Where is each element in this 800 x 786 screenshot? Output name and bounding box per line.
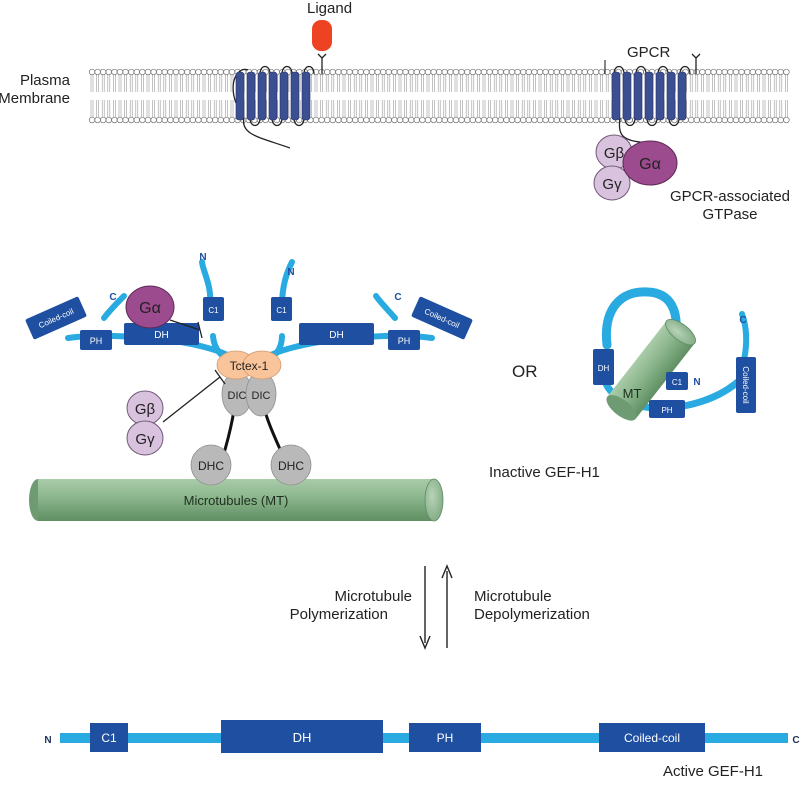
active-gef-h1-label: Active GEF-H1 — [663, 763, 764, 780]
coiled-coil-domain-single: Coiled-coil — [736, 357, 756, 413]
g-gamma-text: Gγ — [602, 176, 622, 193]
ph-domain-single — [649, 400, 685, 418]
svg-text:N: N — [199, 252, 206, 263]
c1-domain-single — [666, 372, 688, 390]
svg-text:N: N — [44, 735, 51, 746]
svg-text:PH: PH — [661, 406, 672, 415]
ph-domain-left — [80, 330, 112, 350]
mt-cylinder — [606, 319, 696, 421]
svg-text:Coiled-coil: Coiled-coil — [741, 366, 750, 404]
inactive-gef-h1-label: Inactive GEF-H1 — [489, 464, 600, 481]
svg-text:C1: C1 — [101, 731, 117, 745]
membrane-label-line2: Membrane — [0, 90, 70, 107]
coiled-coil-domain-left: Coiled-coil — [25, 296, 87, 340]
coiled-coil-domain-active — [599, 723, 705, 752]
svg-text:DHC: DHC — [278, 459, 304, 473]
svg-text:C: C — [394, 292, 401, 303]
svg-text:C1: C1 — [672, 378, 683, 387]
dh-domain-active — [221, 720, 383, 753]
depolymerization-line1: Microtubule — [474, 588, 552, 605]
svg-text:PH: PH — [437, 731, 454, 745]
svg-text:DH: DH — [154, 330, 168, 341]
svg-text:C1: C1 — [276, 306, 287, 315]
tctex-text: Tctex-1 — [230, 359, 269, 373]
svg-text:C1: C1 — [208, 306, 219, 315]
microtubule-text: Microtubules (MT) — [184, 493, 289, 508]
microtubule: Microtubules (MT) — [29, 478, 444, 522]
svg-text:DHC: DHC — [198, 459, 224, 473]
c1-domain-left — [203, 297, 224, 321]
g-gamma-icon — [593, 165, 631, 201]
gpcr-receptor — [604, 53, 701, 151]
polymerization-line1: Microtubule — [334, 588, 412, 605]
ph-domain-active — [409, 723, 481, 752]
dh-domain-single — [593, 349, 614, 385]
plasma-label-line1: Plasma — [19, 72, 70, 89]
or-label: OR — [512, 362, 538, 381]
gpcr-label: GPCR — [627, 44, 671, 61]
inhibition-arrow-gbetagamma — [162, 369, 226, 423]
svg-text:Coiled-coil: Coiled-coil — [624, 731, 680, 745]
dh-domain-right — [299, 323, 374, 345]
inhibition-arrow-galpha — [169, 319, 203, 339]
gtpase-label-line1: GPCR-associated — [669, 188, 791, 205]
g-gamma-inhibitor-icon — [126, 420, 164, 456]
g-beta-text: Gβ — [604, 145, 625, 162]
transition-arrows — [419, 564, 453, 650]
coiled-coil-domain-right: Coiled-coil — [411, 296, 473, 340]
ligand-label: Ligand — [307, 0, 353, 17]
membrane-g-protein: Gβ Gγ Gα — [593, 134, 678, 201]
polymerization-line2: Polymerization — [289, 606, 388, 623]
tctex-right — [242, 350, 282, 380]
depolymerization-line2: Depolymerization — [474, 606, 590, 623]
g-alpha-text: Gα — [639, 156, 661, 173]
svg-text:DH: DH — [329, 330, 343, 341]
svg-text:N: N — [287, 267, 294, 278]
svg-text:C: C — [739, 315, 746, 326]
svg-text:PH: PH — [90, 336, 103, 346]
dhc-right — [270, 444, 312, 486]
svg-text:C: C — [792, 735, 799, 746]
inactive-single: MT DH C1 N PH Coiled-coil C — [593, 287, 756, 421]
svg-text:DH: DH — [598, 364, 610, 373]
svg-text:DH: DH — [293, 730, 312, 745]
svg-text:Gα: Gα — [139, 300, 161, 317]
svg-text:MT: MT — [623, 386, 642, 401]
dhc-left — [190, 444, 232, 486]
inactive-dimer: Microtubules (MT) C1 DH PH Coiled-coil N… — [25, 252, 473, 522]
dh-domain-left — [124, 323, 199, 345]
g-alpha-inhibitor-icon — [125, 285, 175, 329]
active-gef-h1: C1 DH PH Coiled-coil N C — [44, 720, 800, 753]
transmembrane-helices-right — [611, 71, 687, 121]
ph-domain-right — [388, 330, 420, 350]
svg-text:DIC: DIC — [252, 390, 271, 402]
ligand-icon — [312, 20, 332, 51]
svg-text:PH: PH — [398, 336, 411, 346]
svg-text:Gβ: Gβ — [135, 401, 156, 418]
transmembrane-helices-left — [235, 71, 311, 121]
svg-text:C: C — [109, 292, 116, 303]
svg-text:Gγ: Gγ — [135, 431, 155, 448]
g-alpha-icon — [622, 140, 678, 186]
c1-domain-active — [90, 723, 128, 752]
svg-text:N: N — [693, 377, 700, 388]
receptor-with-ligand — [232, 20, 332, 149]
gtpase-label-line2: GTPase — [702, 206, 758, 223]
svg-text:DIC: DIC — [228, 390, 247, 402]
c1-domain-right — [271, 297, 292, 321]
